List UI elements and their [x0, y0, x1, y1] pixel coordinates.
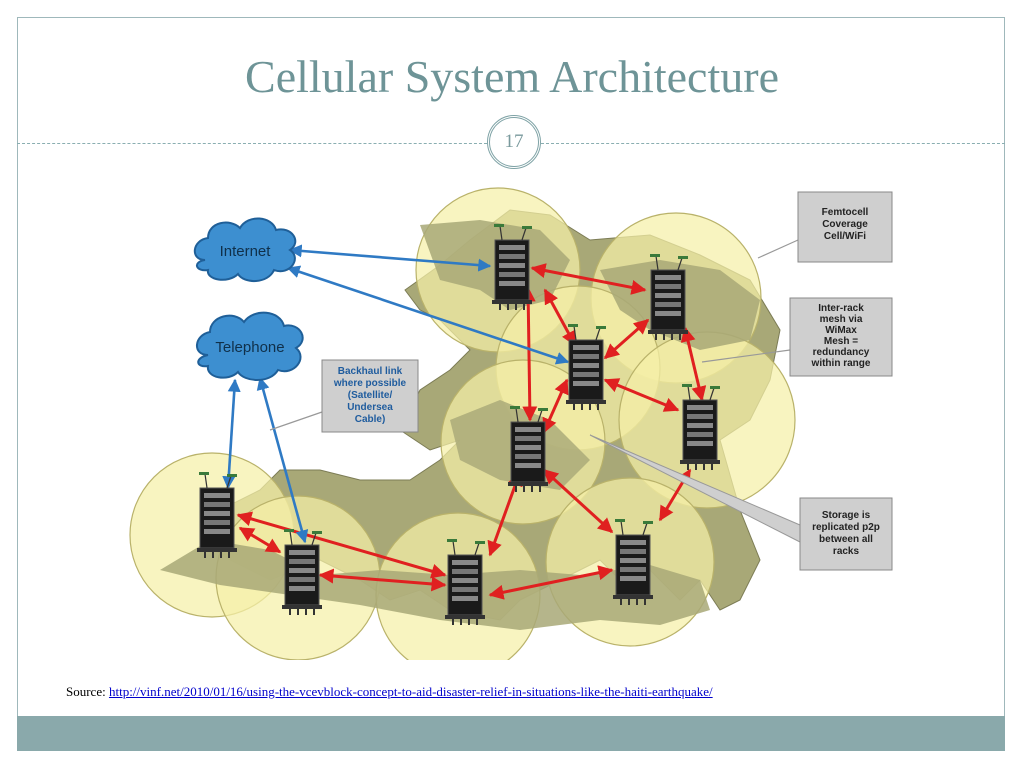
mesh-link	[603, 318, 650, 360]
inter-rack-mesh-callout: Inter-rack mesh via WiMax Mesh = redunda…	[701, 297, 893, 377]
svg-text:Coverage: Coverage	[822, 219, 868, 230]
backhaul-link	[222, 378, 241, 490]
telephone-cloud: Telephone	[196, 311, 304, 381]
mesh-link	[520, 286, 538, 422]
svg-text:Mesh =: Mesh =	[824, 336, 858, 347]
cellular-architecture-diagram: Internet Telephone Femtocell Coverage Ce…	[129, 187, 893, 660]
source-link[interactable]: http://vinf.net/2010/01/16/using-the-vce…	[108, 684, 713, 699]
internet-label: Internet	[220, 243, 272, 260]
slide-title: Cellular System Architecture	[245, 51, 779, 102]
svg-text:Inter-rack: Inter-rack	[818, 303, 864, 314]
backhaul-link	[286, 265, 570, 365]
mesh-link	[488, 565, 614, 600]
backhaul-link	[288, 244, 492, 272]
svg-text:where possible: where possible	[333, 378, 407, 389]
telephone-label: Telephone	[215, 339, 284, 356]
title-rule-right	[541, 143, 1005, 144]
source-citation: Source: http://vinf.net/2010/01/16/using…	[66, 684, 713, 700]
svg-text:Femtocell: Femtocell	[822, 207, 869, 218]
svg-text:between all: between all	[819, 534, 873, 545]
mesh-link	[542, 378, 569, 434]
svg-text:(Satellite/: (Satellite/	[348, 390, 393, 401]
slide-number-badge: 17	[487, 115, 541, 169]
internet-cloud: Internet	[193, 217, 297, 282]
mesh-link	[542, 468, 614, 534]
mesh-link	[603, 378, 680, 412]
femtocell-callout: Femtocell Coverage Cell/WiFi	[757, 191, 893, 263]
svg-text:racks: racks	[833, 546, 860, 557]
source-label: Source:	[66, 684, 106, 699]
backhaul-link-callout: Backhaul link where possible (Satellite/…	[269, 359, 419, 433]
svg-text:WiMax: WiMax	[825, 325, 857, 336]
svg-text:redundancy: redundancy	[813, 347, 870, 358]
svg-text:Backhaul link: Backhaul link	[338, 366, 403, 377]
svg-text:Cell/WiFi: Cell/WiFi	[824, 231, 866, 242]
svg-text:replicated p2p: replicated p2p	[812, 522, 880, 533]
title-rule-left	[17, 143, 487, 144]
svg-text:Storage is: Storage is	[822, 510, 871, 521]
svg-text:within range: within range	[811, 358, 871, 369]
mesh-link	[680, 326, 707, 402]
svg-text:Undersea: Undersea	[347, 402, 393, 413]
footer-bar	[17, 716, 1005, 751]
svg-text:Cable): Cable)	[355, 414, 386, 425]
backhaul-link	[256, 376, 309, 544]
svg-text:mesh via: mesh via	[820, 314, 863, 325]
storage-callout: Storage is replicated p2p between all ra…	[589, 434, 893, 571]
